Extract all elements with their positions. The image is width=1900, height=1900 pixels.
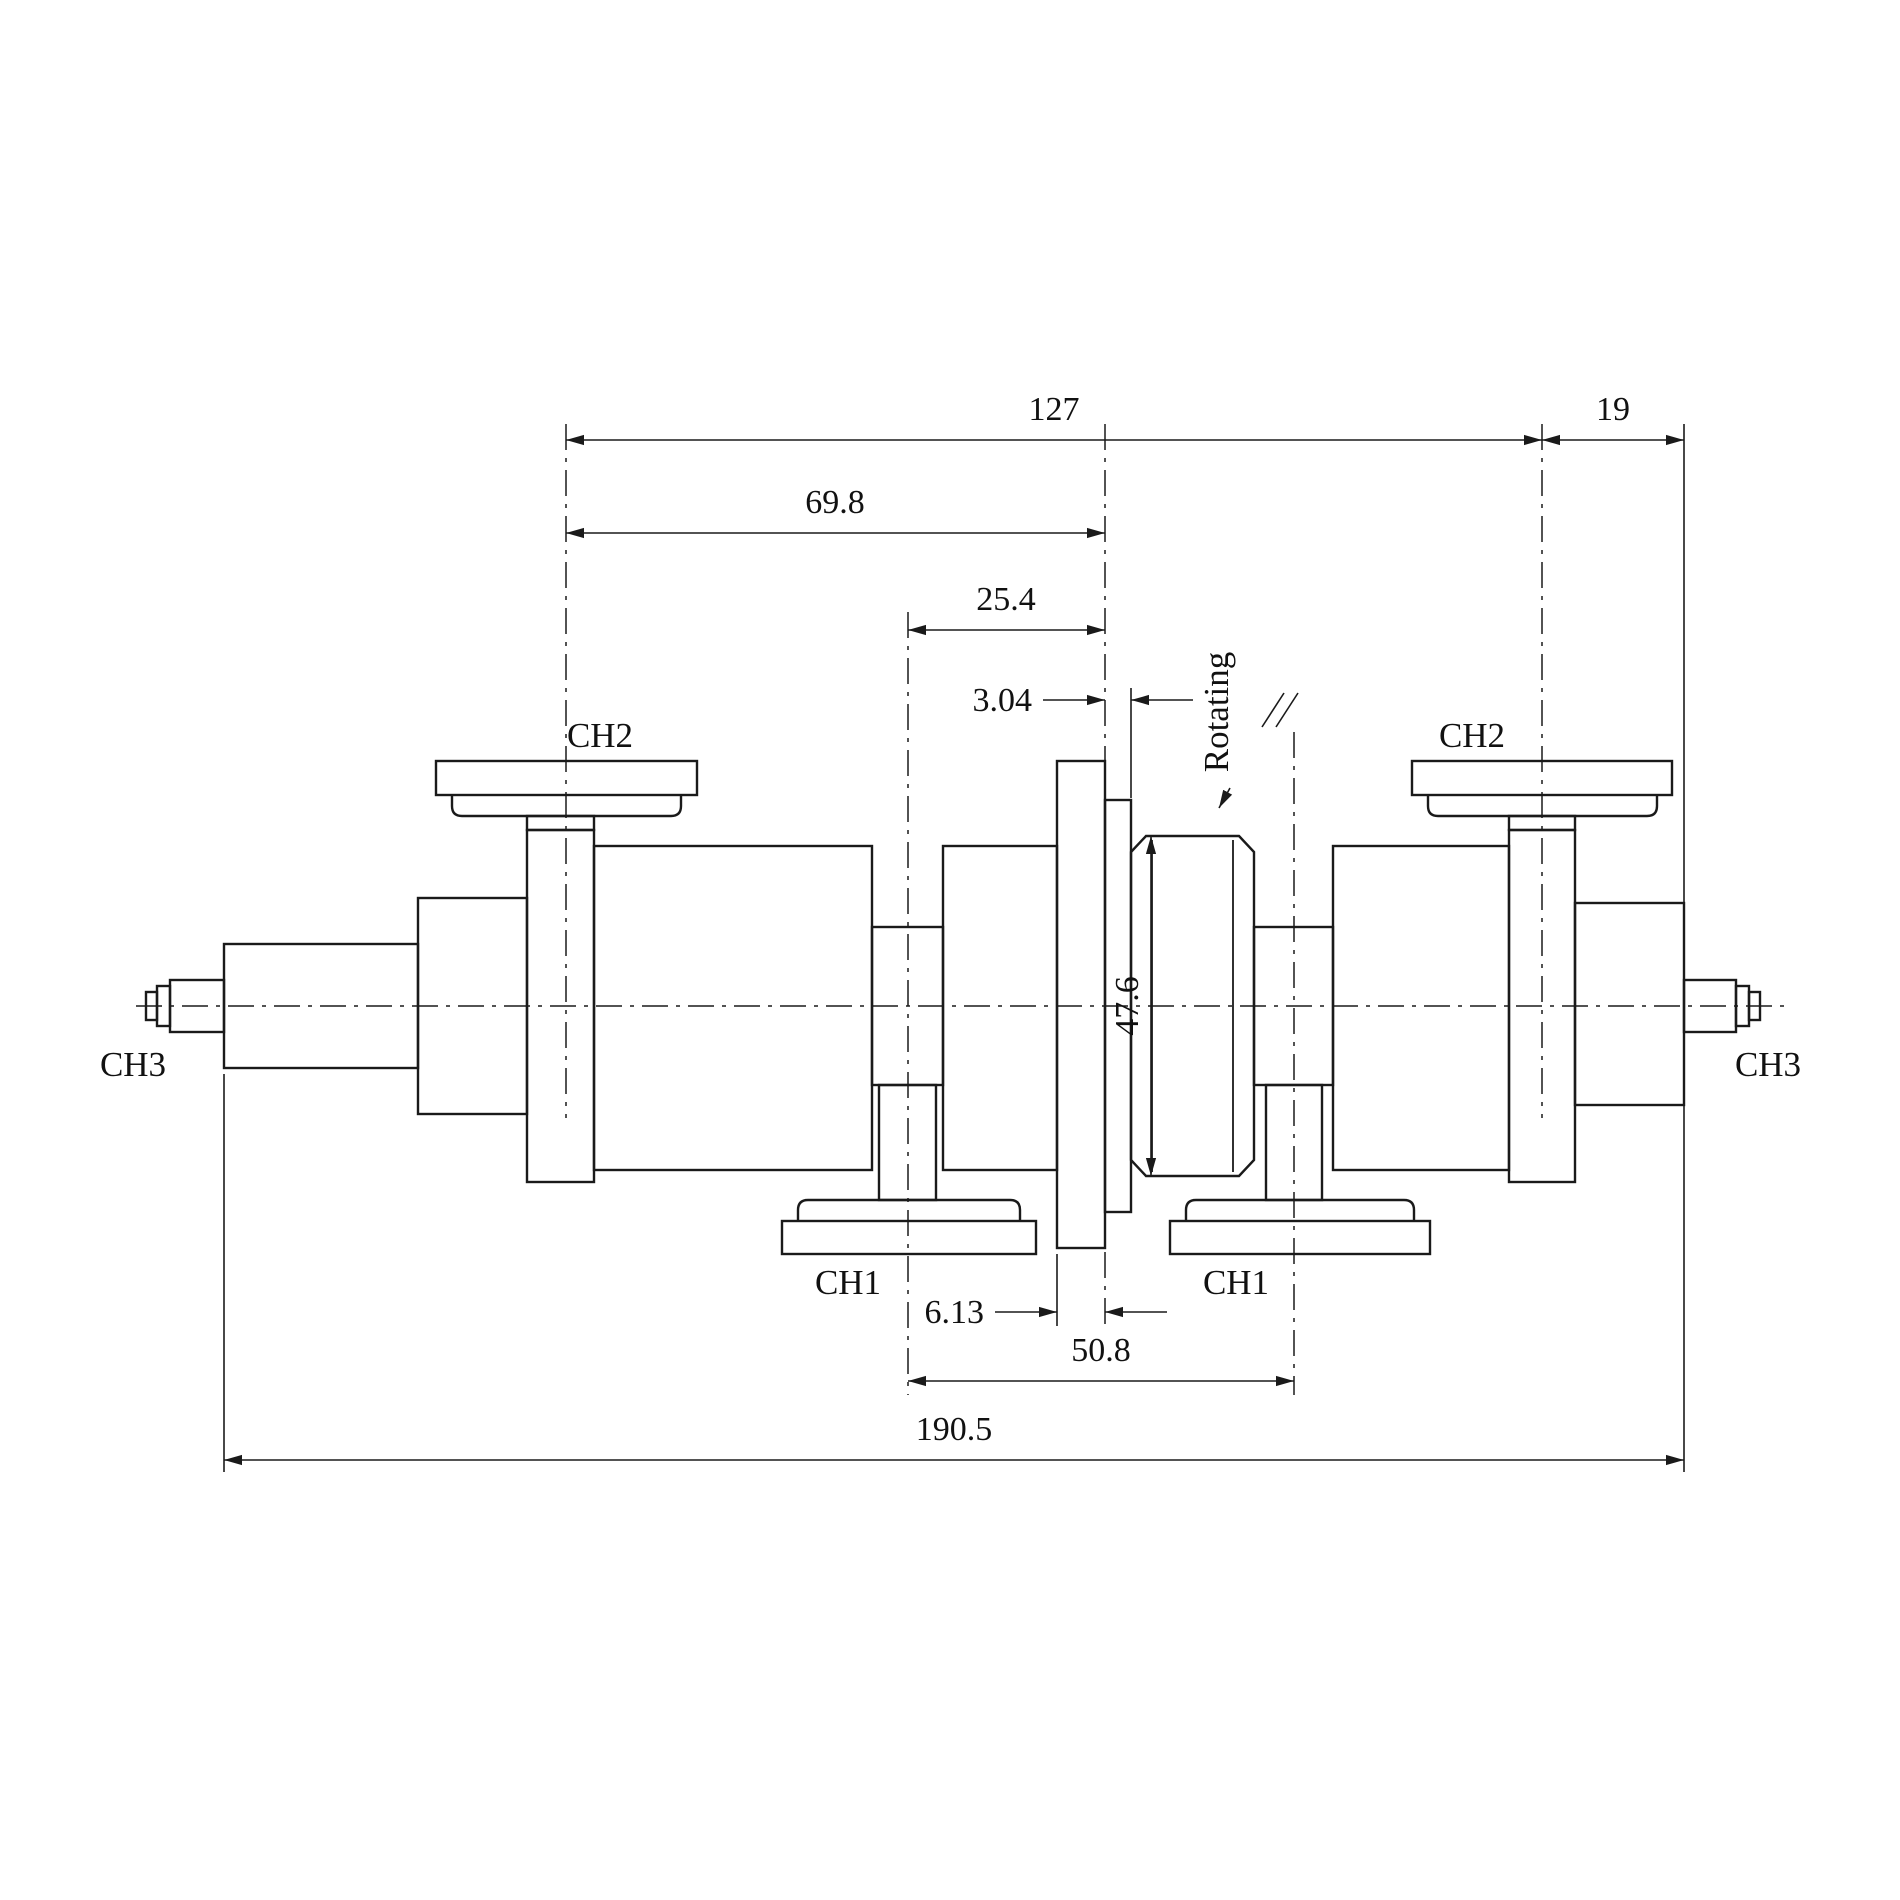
rotating-tick-1 — [1261, 692, 1285, 728]
centerlines — [136, 424, 1790, 1395]
collar-cap — [1168, 1219, 1432, 1256]
dimension-69-8: 69.8 — [566, 484, 1105, 539]
crank-web-mid-left — [941, 844, 1059, 1172]
collar-stem — [525, 814, 596, 832]
dimension-3-04: 3.04 — [973, 682, 1193, 719]
label-ch2-right: CH2 — [1439, 716, 1505, 755]
rotating-annotation: Rotating — [1197, 652, 1299, 809]
channel-labels: CH2 CH2 CH1 CH1 CH3 CH3 — [100, 716, 1801, 1302]
dimension-25-4: 25.4 — [908, 581, 1105, 636]
dimension-value-25-4: 25.4 — [976, 581, 1036, 618]
collar-cap — [1410, 759, 1674, 797]
shaft-outline — [144, 759, 1762, 1250]
rotating-leader-line — [1218, 787, 1233, 809]
dimension-value-127: 127 — [1029, 391, 1080, 428]
shaft-block-b-right — [1573, 901, 1686, 1107]
label-ch1-right: CH1 — [1203, 1263, 1269, 1302]
collar-stem — [1507, 814, 1577, 832]
dimension-6-13: 6.13 — [925, 1294, 1167, 1331]
rotating-tick-2 — [1275, 692, 1299, 728]
dimension-value-47-6: 47.6 — [1109, 976, 1146, 1036]
sensor-collar-ch2-right — [1410, 759, 1674, 832]
dimension-19: 19 — [1542, 391, 1684, 446]
dimension-value-50-8: 50.8 — [1071, 1332, 1131, 1369]
dimension-190-5: 190.5 — [224, 1411, 1684, 1466]
crank-web-right — [1331, 844, 1511, 1172]
dimension-47-6: 47.6 — [1109, 836, 1157, 1176]
dimension-value-190-5: 190.5 — [916, 1411, 993, 1448]
crank-web-left — [592, 844, 874, 1172]
label-ch3-left: CH3 — [100, 1045, 166, 1084]
label-rotating: Rotating — [1197, 652, 1236, 773]
thin-disc — [1055, 759, 1107, 1250]
label-ch3-right: CH3 — [1735, 1045, 1801, 1084]
dimension-value-19: 19 — [1596, 391, 1630, 428]
collar-cap — [434, 759, 699, 797]
sensor-collar-ch2-left — [434, 759, 699, 832]
extension-lines — [223, 424, 1685, 1472]
dimension-value-6-13: 6.13 — [925, 1294, 985, 1331]
collar-mid — [1184, 1198, 1416, 1221]
label-ch1-left: CH1 — [815, 1263, 881, 1302]
dimension-127: 127 — [566, 391, 1542, 446]
label-ch2-left: CH2 — [567, 716, 633, 755]
shaft-tip-right — [1747, 990, 1762, 1022]
collar-mid — [796, 1198, 1022, 1221]
dimension-value-69-8: 69.8 — [805, 484, 865, 521]
sensor-collar-ch1-left — [780, 1083, 1038, 1256]
dimension-value-3-04: 3.04 — [973, 682, 1033, 719]
collar-cap — [780, 1219, 1038, 1256]
dimension-50-8: 50.8 — [908, 1332, 1294, 1387]
sensor-collar-ch1-right — [1168, 1083, 1432, 1256]
rotating-journal — [1129, 834, 1256, 1178]
